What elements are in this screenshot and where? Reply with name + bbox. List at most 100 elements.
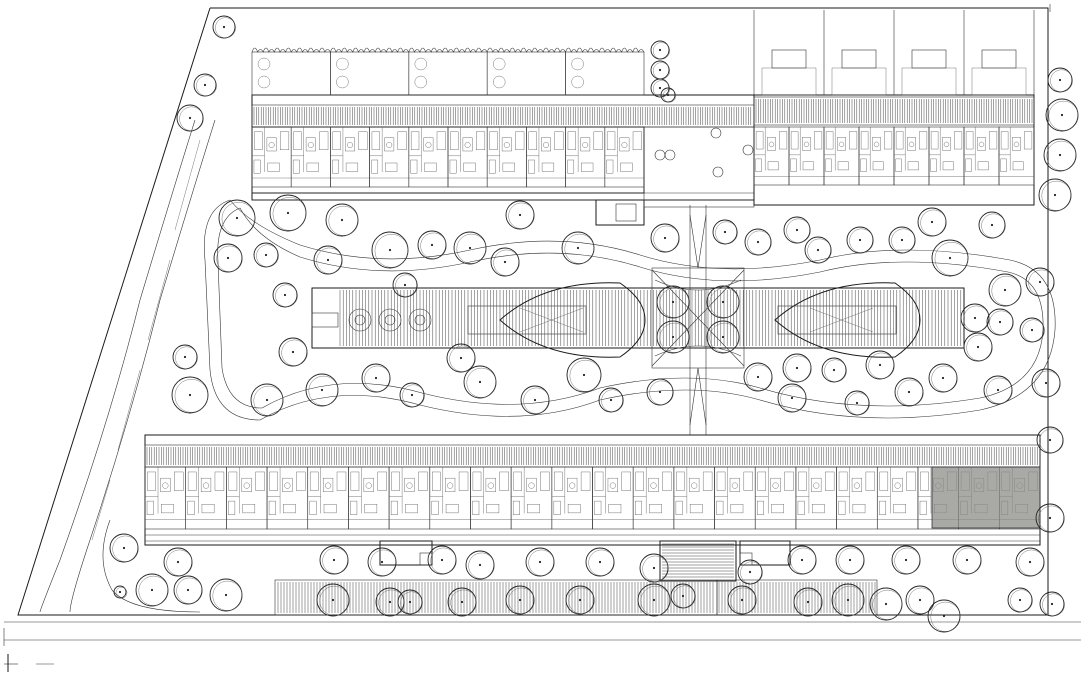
northeast-unit <box>788 126 825 186</box>
tree <box>392 272 418 298</box>
garden-path <box>204 199 1056 421</box>
northeast-unit <box>823 126 860 186</box>
tree <box>793 587 823 617</box>
tree <box>646 378 674 406</box>
northeast-unit <box>753 126 790 186</box>
tree <box>209 578 243 612</box>
tree <box>361 363 391 393</box>
south-block <box>144 434 1041 582</box>
tree <box>656 285 690 319</box>
tree <box>446 343 476 373</box>
tree <box>598 387 624 413</box>
tree <box>565 585 595 615</box>
tree <box>660 87 677 103</box>
tree <box>427 545 457 575</box>
central-promenade <box>311 205 965 435</box>
tree <box>637 583 671 617</box>
tree <box>253 242 279 268</box>
tree <box>1039 591 1065 617</box>
tree <box>639 553 669 583</box>
tree <box>782 353 812 383</box>
south-unit <box>266 466 309 530</box>
tree <box>505 200 535 230</box>
tree <box>417 230 447 260</box>
north-unit <box>447 126 488 188</box>
tree <box>212 15 236 39</box>
tree <box>566 357 602 393</box>
tree <box>986 308 1014 336</box>
north-unit <box>251 126 292 188</box>
tree <box>670 583 696 609</box>
tree <box>213 243 243 273</box>
tree <box>869 587 903 621</box>
tree <box>821 357 847 383</box>
south-unit <box>470 466 512 530</box>
northeast-unit <box>893 126 930 186</box>
tree <box>650 40 670 60</box>
tree <box>865 350 895 380</box>
tree <box>1007 587 1033 613</box>
promenade-lounge <box>348 308 432 332</box>
tree <box>313 245 343 275</box>
south-unit <box>836 466 878 530</box>
northeast-unit <box>998 126 1035 186</box>
tree <box>367 547 397 577</box>
south-unit <box>714 466 756 530</box>
north-unit <box>369 126 410 188</box>
south-unit <box>510 466 553 530</box>
tree <box>375 587 405 617</box>
tree <box>656 320 690 354</box>
south-unit <box>754 466 797 530</box>
north-unit <box>565 126 606 188</box>
tree <box>561 231 595 265</box>
tree <box>1031 368 1061 398</box>
tree <box>712 219 738 245</box>
tree <box>743 362 773 392</box>
tree <box>917 207 947 237</box>
tree <box>650 60 670 80</box>
tree <box>272 282 298 308</box>
south-unit <box>348 466 390 530</box>
tree <box>269 194 307 232</box>
tree <box>960 303 990 333</box>
south-carports <box>274 579 878 616</box>
south-unit <box>632 466 675 530</box>
tree <box>319 545 349 575</box>
tree <box>931 239 969 277</box>
tree <box>453 231 487 265</box>
tree <box>744 228 772 256</box>
north-unit <box>330 126 370 188</box>
tree <box>844 390 870 416</box>
tree <box>777 383 807 413</box>
tree <box>1035 503 1065 533</box>
tree <box>113 585 128 599</box>
tree <box>905 585 935 615</box>
south-unit <box>185 466 227 530</box>
north-block <box>251 94 755 226</box>
tree <box>988 273 1022 307</box>
west-access-road <box>39 119 216 613</box>
tree <box>846 226 874 254</box>
south-unit <box>673 466 715 530</box>
tree <box>218 199 256 237</box>
north-unit <box>290 126 331 188</box>
tree <box>465 550 495 580</box>
north-unit <box>486 126 527 188</box>
tree <box>650 223 680 253</box>
tree <box>585 547 615 577</box>
north-unit <box>604 126 645 188</box>
northeast-unit <box>858 126 895 186</box>
tree <box>1047 67 1073 93</box>
tree <box>250 383 284 417</box>
highlighted-unit <box>931 466 1041 529</box>
tree <box>490 247 520 277</box>
pool-east <box>774 282 921 358</box>
tree <box>1038 178 1072 212</box>
south-unit <box>551 466 593 530</box>
tree <box>278 337 308 367</box>
tree <box>397 589 423 615</box>
tree <box>1036 426 1064 454</box>
pool-west <box>467 282 646 358</box>
north-gardens <box>251 47 645 96</box>
south-unit <box>144 466 186 530</box>
